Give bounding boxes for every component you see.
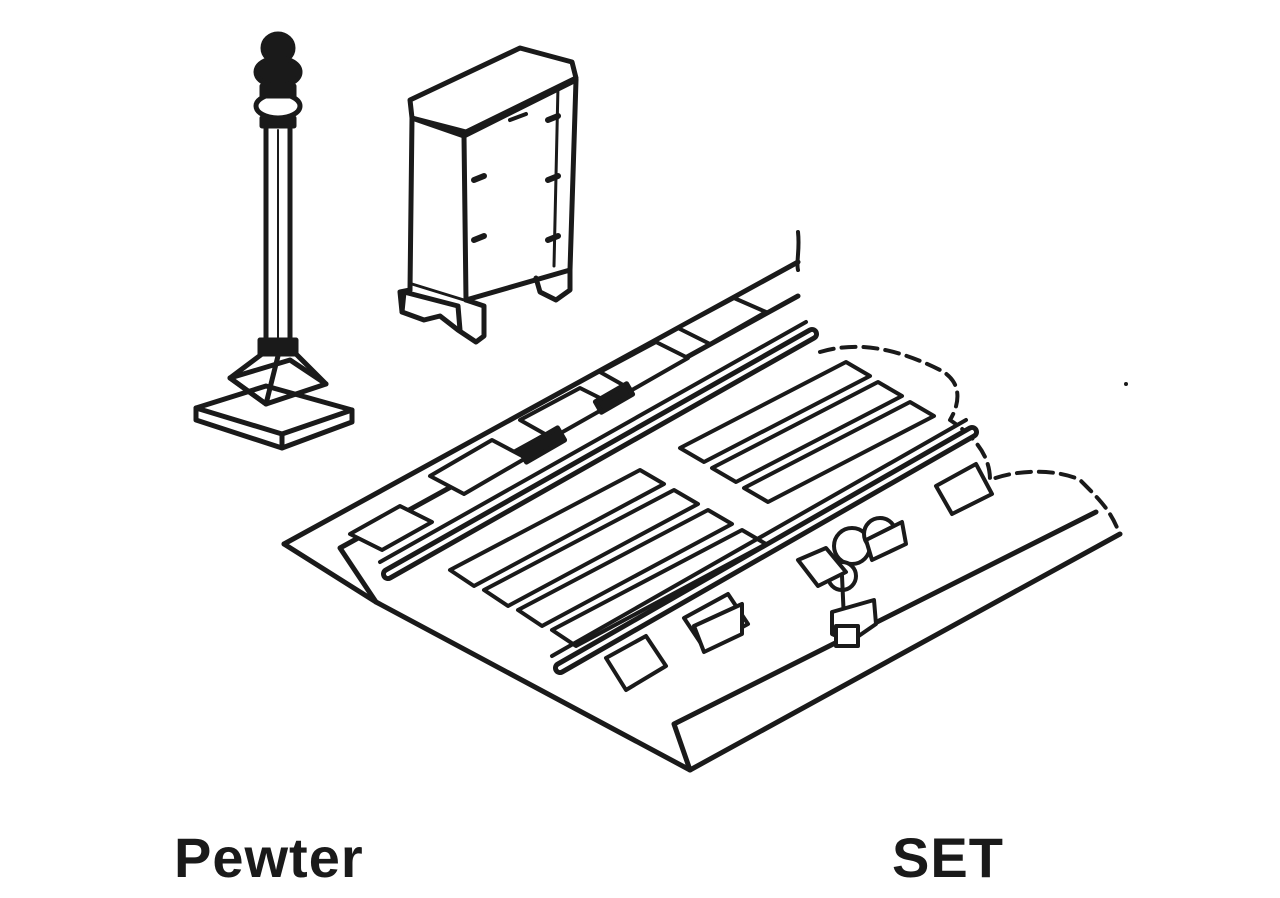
point-lever: [796, 516, 908, 648]
track-sleepers: [348, 296, 994, 692]
relay-cabinet: [397, 45, 579, 345]
line-drawing: [193, 31, 1128, 773]
lamp-post: [193, 31, 355, 451]
track-rails: [378, 320, 979, 675]
track-section: [281, 230, 1123, 773]
caption-set: SET: [892, 826, 1004, 889]
caption-pewter: Pewter: [174, 826, 364, 889]
